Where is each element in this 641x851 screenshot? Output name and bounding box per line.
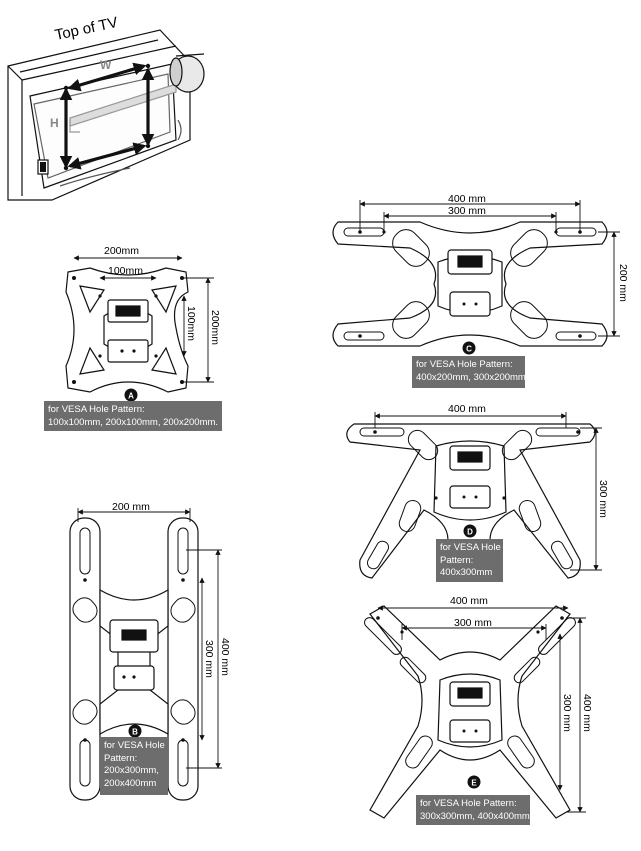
plate-b-label: for VESA Hole Pattern: 200x300mm, 200x40… xyxy=(100,737,168,795)
plate-d-dimension-lines xyxy=(374,412,602,571)
plate-e-holes xyxy=(376,616,564,733)
plate-e-width-outer: 400 mm xyxy=(450,595,488,607)
plate-b xyxy=(69,517,199,801)
badge-a-letter: A xyxy=(128,392,134,401)
plate-c xyxy=(332,221,608,347)
plate-a-height-inner: 100mm xyxy=(185,306,197,341)
badge-c xyxy=(462,341,476,355)
badge-d xyxy=(463,524,477,538)
plate-c-width-outer: 400 mm xyxy=(448,193,486,205)
plate-b-holes xyxy=(83,578,185,742)
badge-c-letter: C xyxy=(466,345,472,354)
plate-b-width: 200 mm xyxy=(112,501,150,513)
plate-d-slots xyxy=(359,427,581,570)
plate-a xyxy=(65,267,189,393)
top-of-tv-label: Top of TV xyxy=(53,14,119,44)
plate-a-dimension-lines xyxy=(73,255,214,383)
plate-c-width-inner: 300 mm xyxy=(448,205,486,217)
tv-dimension-arrows xyxy=(59,62,155,170)
badge-b-letter: B xyxy=(132,728,138,737)
plate-c-label: for VESA Hole Pattern: 400x200mm, 300x20… xyxy=(412,356,526,388)
plate-c-dimension-lines xyxy=(359,200,620,337)
plate-b-height-inner: 300 mm xyxy=(203,640,215,678)
tv-hole-dots xyxy=(63,63,151,171)
plate-a-width-inner: 100mm xyxy=(108,265,143,277)
plate-d-label: for VESA Hole Pattern: 400x300mm xyxy=(436,539,503,582)
plate-d-height: 300 mm xyxy=(597,480,609,518)
plate-c-slots xyxy=(343,227,597,341)
plate-e-label: for VESA Hole Pattern: 300x300mm, 400x40… xyxy=(416,795,530,825)
plate-a-width-outer: 200mm xyxy=(104,245,139,257)
plate-e xyxy=(369,605,571,819)
plate-a-label: for VESA Hole Pattern: 100x100mm, 200x10… xyxy=(44,401,222,431)
plate-d-width: 400 mm xyxy=(448,403,486,415)
tv-illustration xyxy=(7,29,205,201)
plate-d xyxy=(346,423,596,579)
plate-e-width-inner: 300 mm xyxy=(454,617,492,629)
plate-b-height-outer: 400 mm xyxy=(219,638,231,676)
plate-e-dimension-lines xyxy=(377,605,586,813)
plate-d-holes xyxy=(373,430,580,500)
plate-c-height: 200 mm xyxy=(617,264,629,302)
badge-a xyxy=(124,388,138,402)
plate-a-height-outer: 200mm xyxy=(209,310,221,345)
badge-e-letter: E xyxy=(471,779,477,788)
plate-b-dimension-lines xyxy=(77,508,222,769)
badge-d-letter: D xyxy=(467,528,473,537)
plate-e-height-outer: 400 mm xyxy=(581,694,593,732)
plate-e-height-inner: 300 mm xyxy=(561,694,573,732)
badge-b xyxy=(128,724,142,738)
badge-e xyxy=(467,775,481,789)
h-label: H xyxy=(50,116,59,130)
w-label: W xyxy=(100,58,112,72)
